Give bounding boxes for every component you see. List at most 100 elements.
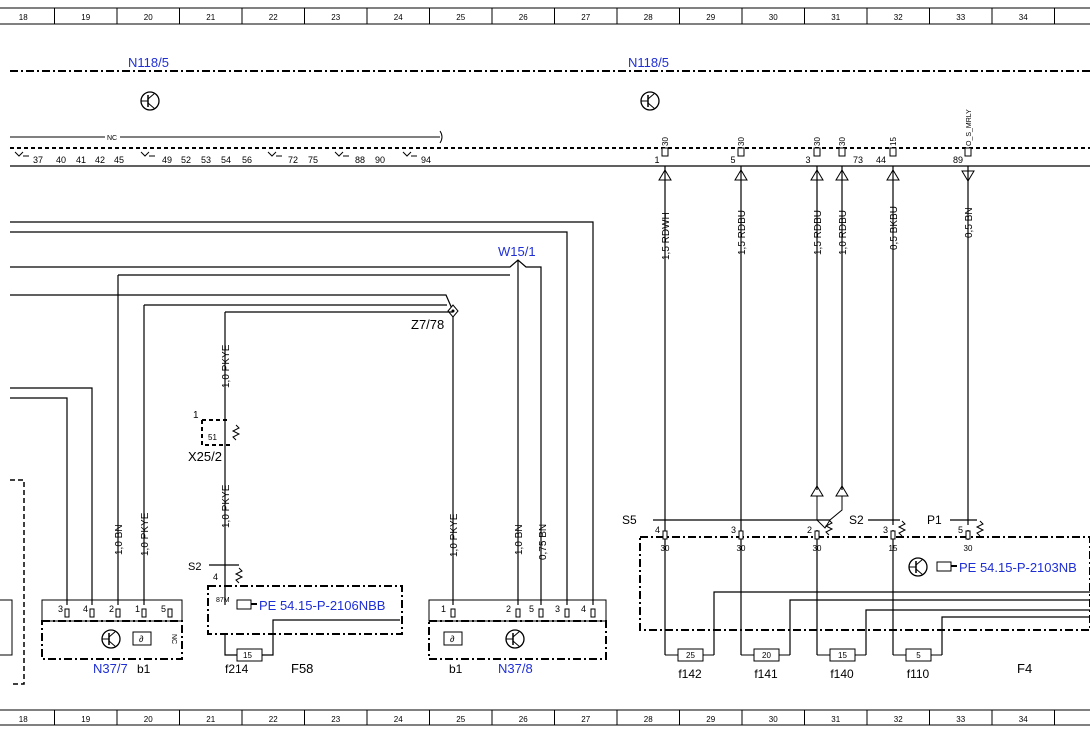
grid-number: 19 <box>81 13 90 22</box>
grid-number: 27 <box>581 715 590 724</box>
pin-terminal <box>167 608 173 618</box>
terminal-label: 15 <box>889 544 898 553</box>
connector-pin-number: 94 <box>421 155 431 165</box>
grid-number: 29 <box>706 13 715 22</box>
x25-2-label: X25/2 <box>188 449 222 464</box>
pin-terminal <box>965 530 971 540</box>
connector-pin-number: 90 <box>375 155 385 165</box>
terminal-label: 15 <box>889 137 898 146</box>
pin-terminal <box>89 608 95 618</box>
pin-terminal <box>890 530 896 540</box>
connector-break-icon <box>140 151 155 157</box>
connector-pin-number: 37 <box>33 155 43 165</box>
wire-label: 1,5 RDBU <box>737 210 748 255</box>
connector-pin-number: 3 <box>805 155 810 165</box>
connector-break-icon <box>402 151 417 157</box>
grid-number: 34 <box>1019 13 1028 22</box>
transistor-icon <box>101 629 121 649</box>
connector-pin-number: 5 <box>730 155 735 165</box>
f4-fuse-block <box>639 519 1090 655</box>
n37-8-module: ∂ <box>428 599 607 660</box>
pin-terminal <box>515 608 521 618</box>
x25-inner-pin: 51 <box>208 433 217 442</box>
grid-number: 24 <box>394 13 403 22</box>
grid-number: 32 <box>894 13 903 22</box>
wire-label: 0,75 BN <box>538 524 549 560</box>
reference-link-right[interactable]: PE 54.15-P-2103NB <box>959 560 1077 575</box>
fuse-value: 5 <box>916 651 921 660</box>
grid-number: 30 <box>769 13 778 22</box>
connector-break-icon <box>267 151 282 157</box>
grid-number: 22 <box>269 13 278 22</box>
connector-pin-number: 72 <box>288 155 298 165</box>
pin-terminal <box>964 147 972 157</box>
connector-pin-number: 75 <box>308 155 318 165</box>
grid-number: 26 <box>519 13 528 22</box>
terminal-label: 30 <box>661 137 670 146</box>
connector-pin-number: 44 <box>876 155 886 165</box>
fuse-label: f142 <box>678 667 702 681</box>
pin-number: 3 <box>555 604 560 614</box>
connector-pin-number: 73 <box>853 155 863 165</box>
s2-right-label: S2 <box>849 513 864 527</box>
svg-text:∂: ∂ <box>450 634 455 644</box>
grid-number: 20 <box>144 13 153 22</box>
grid-number: 26 <box>519 715 528 724</box>
connector-pin-number: 53 <box>201 155 211 165</box>
pin-terminal <box>813 147 821 157</box>
grid-number: 32 <box>894 715 903 724</box>
fuse-icon <box>905 648 932 662</box>
pin-terminal <box>564 608 570 618</box>
connector-pin-number: 49 <box>162 155 172 165</box>
grid-number: 23 <box>331 13 340 22</box>
wire-label: 0,5 BN <box>964 207 975 238</box>
f58-fuse-box <box>207 564 403 662</box>
n118-5-label-right: N118/5 <box>628 55 669 70</box>
z7-78-label: Z7/78 <box>411 317 444 332</box>
n118-5-label-left: N118/5 <box>128 55 169 70</box>
pin-number: 2 <box>109 604 114 614</box>
grid-number: 25 <box>456 13 465 22</box>
wire-label: 1,0 PKYE <box>449 513 460 557</box>
fuse-label: f141 <box>754 667 778 681</box>
grid-number: 33 <box>956 13 965 22</box>
reference-link-left[interactable]: PE 54.15-P-2106NBB <box>259 598 385 613</box>
f4-label: F4 <box>1017 661 1032 676</box>
wire-label: 1,0 BN <box>114 524 125 555</box>
n37-7-label: N37/7 <box>93 661 128 676</box>
terminal-label: O_S_MRLY <box>966 109 973 146</box>
left-edge-module <box>0 479 25 685</box>
transistor-icon <box>140 91 160 111</box>
wire-label: 0,5 BKBU <box>889 206 900 250</box>
connector-break-icon <box>14 151 29 157</box>
pin-terminal <box>737 147 745 157</box>
nc-label: NC <box>107 135 117 142</box>
wire-label: 1,0 PKYE <box>221 344 232 388</box>
x25-2-wire <box>201 311 453 605</box>
x25-pin: 1 <box>193 410 199 421</box>
f58-label: F58 <box>291 661 313 676</box>
pin-number: 4 <box>581 604 586 614</box>
pin-terminal <box>450 608 456 618</box>
pin-number: 1 <box>441 604 446 614</box>
nc-bus: NC <box>10 130 443 144</box>
wire-label: 1,0 RDBU <box>838 210 849 255</box>
pin-number: 5 <box>958 525 963 535</box>
fuse-icon <box>753 648 780 662</box>
pin-terminal <box>115 608 121 618</box>
pin-terminal <box>662 530 668 540</box>
connector-pin-number: 45 <box>114 155 124 165</box>
connector-pin-number: 52 <box>181 155 191 165</box>
grid-number: 30 <box>769 715 778 724</box>
pin-terminal <box>889 147 897 157</box>
pin-number: 4 <box>83 604 88 614</box>
pin-number: 4 <box>655 525 660 535</box>
transistor-icon <box>505 629 525 649</box>
pin-number: 2 <box>807 525 812 535</box>
grid-number: 31 <box>831 715 840 724</box>
fuse-label: f140 <box>830 667 854 681</box>
connector-pin-number: 42 <box>95 155 105 165</box>
